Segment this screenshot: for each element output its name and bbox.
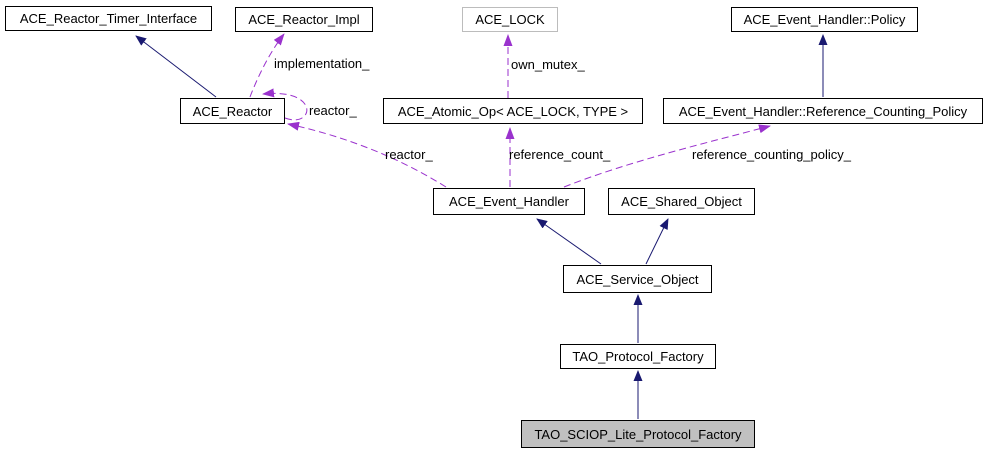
edge-label-own-mutex: own_mutex_ bbox=[511, 57, 585, 72]
class-node-tao-protocol-factory[interactable]: TAO_Protocol_Factory bbox=[560, 344, 716, 369]
edge-reactor-to-timer-interface bbox=[135, 35, 217, 98]
edge-service-object-to-shared-object bbox=[645, 218, 669, 265]
class-node-ace-atomic-op[interactable]: ACE_Atomic_Op< ACE_LOCK, TYPE > bbox=[383, 98, 643, 124]
class-node-ace-reactor-timer-interface[interactable]: ACE_Reactor_Timer_Interface bbox=[5, 6, 212, 31]
class-node-tao-sciop-lite-protocol-factory: TAO_SCIOP_Lite_Protocol_Factory bbox=[521, 420, 755, 448]
class-node-ace-lock: ACE_LOCK bbox=[462, 7, 558, 32]
edge-reactor-to-reactor-impl bbox=[249, 33, 285, 98]
edge-label-reference-count: reference_count_ bbox=[509, 147, 611, 162]
edge-label-reactor: reactor_ bbox=[385, 147, 433, 162]
class-node-ace-event-handler-reference-counting-policy[interactable]: ACE_Event_Handler::Reference_Counting_Po… bbox=[663, 98, 983, 124]
edge-reactor-self-loop bbox=[262, 88, 308, 121]
edge-label-reactor-self: reactor_ bbox=[309, 103, 357, 118]
edge-label-implementation: implementation_ bbox=[274, 56, 370, 71]
class-node-ace-reactor[interactable]: ACE_Reactor bbox=[180, 98, 285, 124]
edge-label-reference-counting-policy: reference_counting_policy_ bbox=[692, 147, 851, 162]
class-node-ace-reactor-impl[interactable]: ACE_Reactor_Impl bbox=[235, 7, 373, 32]
edge-event-handler-to-rcp bbox=[563, 124, 771, 188]
class-node-ace-event-handler-policy[interactable]: ACE_Event_Handler::Policy bbox=[731, 7, 918, 32]
class-node-ace-event-handler[interactable]: ACE_Event_Handler bbox=[433, 188, 585, 215]
class-node-ace-service-object[interactable]: ACE_Service_Object bbox=[563, 265, 712, 293]
edge-service-object-to-event-handler bbox=[536, 218, 602, 265]
class-node-ace-shared-object[interactable]: ACE_Shared_Object bbox=[608, 188, 755, 215]
